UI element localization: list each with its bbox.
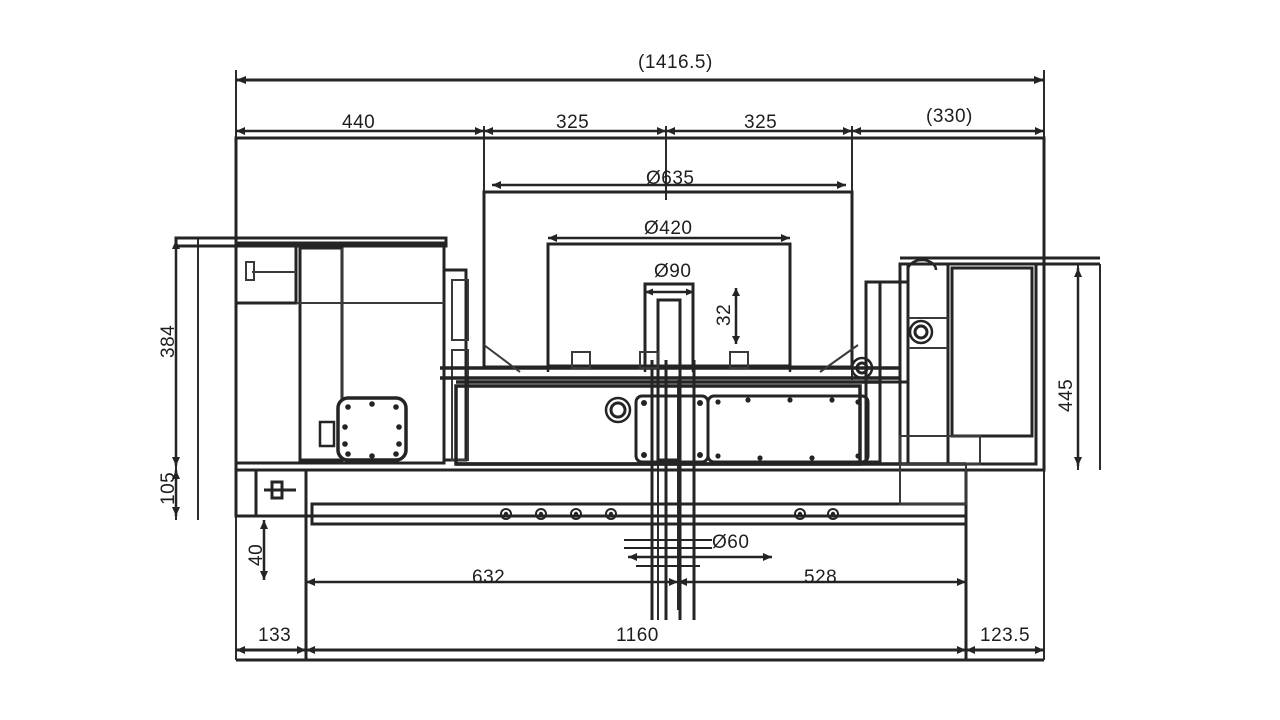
lower-rail: [310, 502, 968, 526]
vertical-dimension-lines: [172, 240, 1082, 580]
center-bearing-block: [604, 356, 874, 464]
dim-label-40: 40: [246, 544, 267, 566]
center-spindle-assembly: [482, 190, 854, 620]
dim-label-384: 384: [158, 325, 179, 358]
dimension-labels: (1416.5) 440 325 325 (330) Ø635 Ø420 Ø90…: [158, 52, 1077, 646]
dim-label-1160: 1160: [616, 625, 659, 646]
right-pad-plate: [706, 394, 870, 464]
spindle-shaft: [650, 360, 696, 620]
right-column-arc: [906, 258, 938, 271]
left-flange-bolt-holes: [342, 401, 402, 459]
dim-arrows-top-chain: [236, 127, 1044, 135]
dim-label-325-a: 325: [556, 112, 589, 133]
center-marks: [624, 539, 712, 567]
dim-label-123-5: 123.5: [980, 625, 1030, 646]
bearing-ring-left: [604, 396, 632, 424]
dim-label-528: 528: [804, 567, 837, 588]
dim-label-632: 632: [472, 567, 505, 588]
right-column-assembly: [864, 256, 1100, 505]
dim-label-445: 445: [1056, 379, 1077, 412]
dim-label-325-b: 325: [744, 112, 777, 133]
base-structure: [236, 468, 1044, 662]
dim-label-dia60: Ø60: [712, 532, 749, 553]
right-column-bearing: [908, 319, 934, 345]
top-dimension-lines: [236, 76, 1044, 135]
mid-beam-details: [483, 344, 859, 373]
left-flange-plate: [318, 396, 408, 462]
right-pad-bolt-holes: [715, 397, 861, 461]
dim-label-dia90: Ø90: [654, 261, 691, 282]
mid-horizontal-beams: [440, 366, 966, 466]
dim-label-105: 105: [158, 472, 179, 505]
rail-fasteners: [500, 508, 839, 520]
dim-label-32: 32: [714, 304, 735, 326]
dim-arrows-632-528: [306, 578, 966, 586]
dim-label-440: 440: [342, 112, 375, 133]
left-column-assembly: [174, 236, 469, 465]
dim-label-dia420: Ø420: [644, 218, 692, 239]
dim-label-overall-top: (1416.5): [638, 52, 713, 73]
dim-label-dia635: Ø635: [646, 168, 694, 189]
center-block-bolt-holes: [641, 400, 703, 458]
dim-label-133: 133: [258, 625, 291, 646]
dim-label-330: (330): [926, 106, 973, 127]
